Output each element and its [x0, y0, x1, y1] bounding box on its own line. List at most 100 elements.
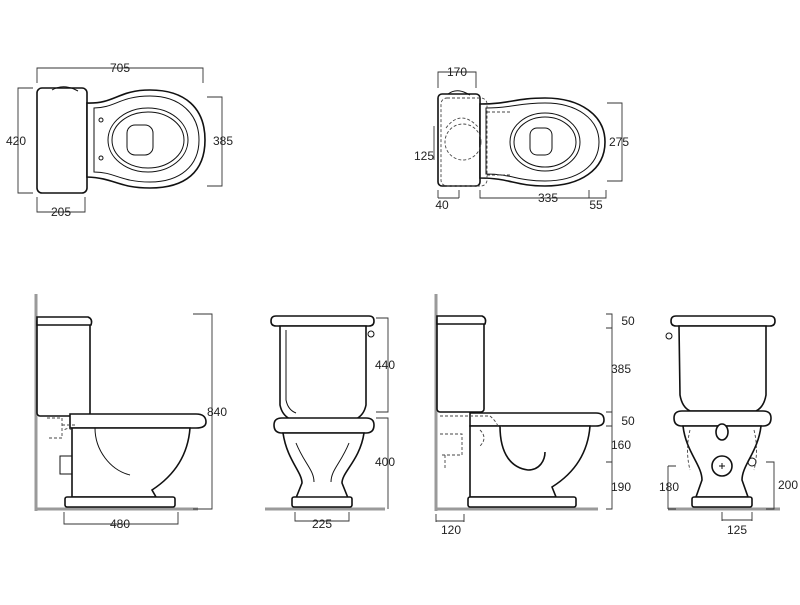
dim-480: 480	[110, 517, 130, 531]
dim-line-840	[193, 313, 213, 510]
dim-40: 40	[435, 198, 449, 212]
dashed-inlet-arc	[63, 428, 73, 431]
flush-button-plan	[51, 86, 79, 92]
dim-line-55	[589, 190, 607, 199]
dim-180: 180	[659, 480, 679, 494]
dim-line-440	[376, 317, 389, 413]
dim-840: 840	[207, 405, 227, 419]
dim-line-705	[36, 67, 204, 83]
dim-160: 160	[611, 438, 631, 452]
dim-125: 125	[414, 149, 434, 163]
hinge-left-plan	[98, 117, 104, 123]
dim-205: 205	[51, 205, 71, 219]
fixing-bracket	[59, 455, 73, 475]
seat-opening-plan	[107, 107, 189, 173]
seat-side	[69, 413, 207, 429]
flush-button-plan-2	[447, 90, 471, 96]
pedestal-base-front-2	[691, 496, 753, 508]
dim-50-mid: 50	[621, 414, 635, 428]
dim-190: 190	[611, 480, 631, 494]
dim-line-335	[479, 190, 590, 199]
dim-line-40	[437, 190, 460, 199]
dim-line-200	[766, 461, 775, 510]
dim-line-120	[435, 514, 465, 522]
cistern-lid-side-2	[436, 315, 487, 325]
front-view-right: 180 200 125	[659, 315, 798, 537]
dim-55: 55	[589, 198, 603, 212]
dashed-inlet-lines	[687, 429, 757, 471]
dim-line-400	[376, 417, 389, 509]
flush-lever-front-2	[665, 332, 673, 340]
dim-120: 120	[441, 523, 461, 537]
dim-line-right-stack	[606, 313, 613, 510]
dim-125-front: 125	[727, 523, 747, 537]
dim-170: 170	[447, 65, 467, 79]
dim-200: 200	[778, 478, 798, 492]
dim-420: 420	[6, 134, 26, 148]
flush-lever-front	[367, 330, 375, 338]
cistern-lid-front-2	[670, 315, 776, 327]
side-view-right: 50 385 50 160 190 120	[434, 294, 635, 537]
pan-trap-side	[94, 427, 131, 476]
dim-line-385	[207, 96, 223, 187]
pedestal-base-front	[291, 496, 353, 508]
cistern-front	[279, 325, 367, 420]
dim-225: 225	[312, 517, 332, 531]
seat-opening-plan-2	[509, 112, 581, 172]
dashed-inlet-side	[47, 417, 75, 439]
front-view-left: 440 400 225	[265, 315, 395, 531]
side-view-left: 840 480	[34, 294, 227, 531]
cistern-edge-line	[285, 330, 297, 414]
dim-ticks-right-stack	[606, 327, 612, 463]
pan-side	[71, 427, 191, 498]
seat-inner-plan-2	[513, 116, 577, 168]
cistern-plan	[36, 87, 88, 194]
dim-335: 335	[538, 191, 558, 205]
dim-line-180	[667, 465, 676, 510]
seat-front-2	[673, 410, 772, 427]
dim-440: 440	[375, 358, 395, 372]
seat-front	[273, 417, 375, 434]
dim-275: 275	[609, 135, 629, 149]
trap-curve	[499, 425, 546, 471]
plan-view-right: 170 125 275 40 335 55	[414, 65, 629, 212]
dashed-pipe-arc	[479, 429, 485, 447]
plan-view-left: 705 420 385 205	[6, 61, 233, 219]
dim-400: 400	[375, 455, 395, 469]
dim-385: 385	[213, 134, 233, 148]
seat-inner-plan	[111, 111, 185, 169]
cistern-lid-front	[270, 315, 375, 327]
dim-line-125-front	[721, 512, 753, 521]
bowl-rim-plan-2	[485, 102, 600, 182]
dim-line-205	[36, 197, 86, 213]
cistern-side	[36, 317, 91, 417]
dim-line-480	[63, 512, 179, 525]
dim-line-275	[607, 102, 623, 182]
dashed-outlet-arc	[445, 117, 480, 129]
dim-line-225	[294, 512, 350, 522]
cistern-side-2	[436, 316, 485, 413]
pedestal-front	[282, 432, 365, 499]
dashed-outlet-circle	[444, 123, 482, 161]
cistern-lid-side	[36, 316, 93, 326]
dim-705: 705	[110, 61, 130, 75]
pedestal-base-side-2	[467, 496, 577, 508]
dim-385-side: 385	[611, 362, 631, 376]
bowl-well-plan-2	[529, 127, 553, 156]
bowl-outline-plan-2	[479, 97, 606, 187]
pedestal-base-side	[64, 496, 176, 508]
dim-line-420	[17, 87, 33, 194]
dashed-trap-outline	[440, 97, 488, 187]
bowl-rim-plan	[93, 95, 200, 183]
dashed-trap-lines	[487, 111, 512, 176]
inlet-opening	[715, 423, 729, 441]
dim-line-170	[437, 71, 477, 88]
bowl-well-plan	[126, 124, 154, 156]
cistern-front-2	[678, 325, 767, 412]
seat-side-2	[469, 412, 605, 427]
cistern-plan-2	[437, 93, 481, 187]
outlet-cross	[719, 463, 725, 469]
hinge-right-plan	[98, 155, 104, 161]
